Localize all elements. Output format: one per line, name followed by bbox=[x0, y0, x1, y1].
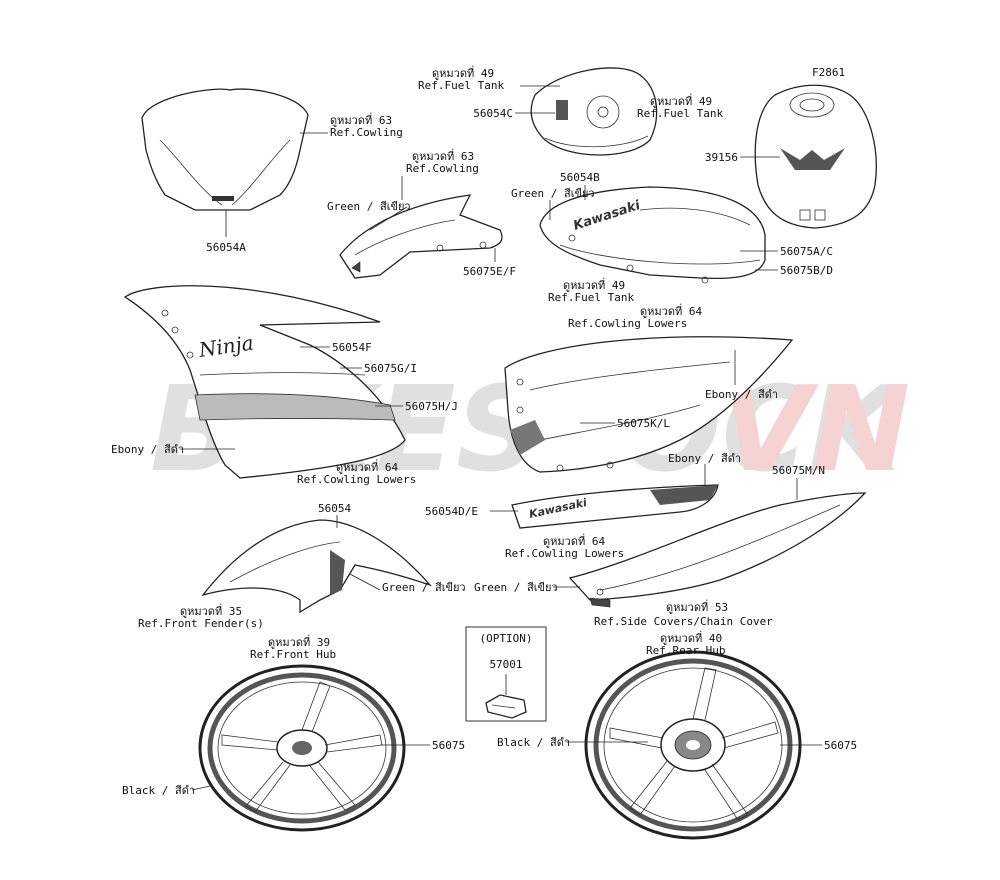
option-box: (OPTION) 57001 bbox=[465, 626, 547, 722]
lower-ref-en: Ref.Cowling Lowers bbox=[568, 317, 687, 330]
tail-ref-th: ดูหมวดที่ 53 bbox=[666, 599, 728, 614]
tankside-ref-en: Ref.Fuel Tank bbox=[548, 291, 634, 304]
side-part-f: 56054F bbox=[332, 341, 372, 354]
fwheel-ref-th: ดูหมวดที่ 39 bbox=[268, 634, 330, 649]
tankside-part-bd: 56075B/D bbox=[780, 264, 833, 277]
fender-decal-icon bbox=[330, 550, 345, 595]
tankside-ref-th: ดูหมวดที่ 49 bbox=[563, 277, 625, 292]
fender-ref-th: ดูหมวดที่ 35 bbox=[180, 603, 242, 618]
tankside-part-top: 56054B bbox=[560, 171, 600, 184]
windshield-part-number: 56054A bbox=[206, 241, 246, 254]
cowl-ref-th: ดูหมวดที่ 63 bbox=[412, 148, 474, 163]
front-fender-part[interactable] bbox=[201, 519, 433, 614]
windshield-ref-th: ดูหมวดที่ 63 bbox=[330, 112, 392, 127]
front-wheel-part[interactable] bbox=[198, 664, 406, 832]
option-part-icon[interactable] bbox=[485, 694, 527, 719]
lower-ebony-label: Ebony / สีดำ bbox=[705, 388, 778, 401]
fwheel-ref-en: Ref.Front Hub bbox=[250, 648, 336, 661]
tank-side-part[interactable]: Kawasaki bbox=[539, 186, 766, 284]
tankcover-ref-th: ดูหมวดที่ 49 bbox=[650, 93, 712, 108]
tank-top-part[interactable] bbox=[530, 67, 658, 156]
kawasaki-logo-icon bbox=[212, 196, 234, 201]
cowl-part-number: 56075E/F bbox=[463, 265, 516, 278]
option-title: (OPTION) bbox=[480, 632, 533, 645]
lower-cowl-decal-icon bbox=[510, 420, 545, 455]
tank-cover-part[interactable] bbox=[754, 84, 877, 229]
tankside-green-label: Green / สีเขียว bbox=[511, 187, 595, 200]
fwheel-part-number: 56075 bbox=[432, 739, 465, 752]
tank-ref-th: ดูหมวดที่ 49 bbox=[432, 65, 494, 80]
under-part-number: 56054D/E bbox=[425, 505, 478, 518]
rwheel-black-label: Black / สีดำ bbox=[497, 736, 570, 749]
fwheel-black-label: Black / สีดำ bbox=[122, 784, 195, 797]
tank-cover-decal-icon bbox=[780, 148, 845, 170]
cowl-green-label: Green / สีเขียว bbox=[327, 200, 411, 213]
side-ref-th: ดูหมวดที่ 64 bbox=[336, 459, 398, 474]
rwheel-ref-th: ดูหมวดที่ 40 bbox=[660, 630, 722, 645]
fender-green-label: Green / สีเขียว bbox=[382, 581, 466, 594]
lower-part-number: 56075K/L bbox=[617, 417, 670, 430]
tank-top-decal-icon bbox=[556, 100, 568, 120]
under-ebony-label: Ebony / สีดำ bbox=[668, 452, 741, 465]
tail-part-number: 56075M/N bbox=[772, 464, 825, 477]
rwheel-ref-en: Ref.Rear Hub bbox=[646, 644, 725, 657]
side-ebony-label: Ebony / สีดำ bbox=[111, 443, 184, 456]
rwheel-part-number: 56075 bbox=[824, 739, 857, 752]
tank-top-part-number: 56054C bbox=[473, 107, 513, 120]
windshield-ref-en: Ref.Cowling bbox=[330, 126, 403, 139]
fender-ref-en: Ref.Front Fender(s) bbox=[138, 617, 264, 630]
tail-cover-part[interactable] bbox=[568, 492, 867, 608]
side-fairing-part[interactable]: Ninja bbox=[123, 285, 406, 479]
upper-cowl-part[interactable] bbox=[339, 194, 503, 279]
cowl-ref-en: Ref.Cowling bbox=[406, 162, 479, 175]
lower-cowl-part[interactable] bbox=[504, 336, 794, 473]
under-ref-en: Ref.Cowling Lowers bbox=[505, 547, 624, 560]
tail-green-label: Green / สีเขียว bbox=[474, 581, 558, 594]
tankcover-ref-en: Ref.Fuel Tank bbox=[637, 107, 723, 120]
windshield-part[interactable] bbox=[141, 88, 309, 211]
diagram-id: F2861 bbox=[812, 66, 845, 79]
side-part-hj: 56075H/J bbox=[405, 400, 458, 413]
option-part-number: 57001 bbox=[489, 658, 522, 671]
tankcover-part-number: 39156 bbox=[705, 151, 738, 164]
lower-ref-th: ดูหมวดที่ 64 bbox=[640, 303, 702, 318]
rear-wheel-part[interactable] bbox=[584, 650, 802, 840]
side-part-gi: 56075G/I bbox=[364, 362, 417, 375]
under-ref-th: ดูหมวดที่ 64 bbox=[543, 533, 605, 548]
under-cowl-part[interactable]: Kawasaki bbox=[511, 484, 719, 529]
side-ref-en: Ref.Cowling Lowers bbox=[297, 473, 416, 486]
tail-ref-en: Ref.Side Covers/Chain Cover bbox=[594, 615, 773, 628]
side-400-decal-icon bbox=[194, 393, 396, 421]
tank-ref-en: Ref.Fuel Tank bbox=[418, 79, 504, 92]
fender-part-number: 56054 bbox=[318, 502, 351, 515]
tankside-part-ac: 56075A/C bbox=[780, 245, 833, 258]
